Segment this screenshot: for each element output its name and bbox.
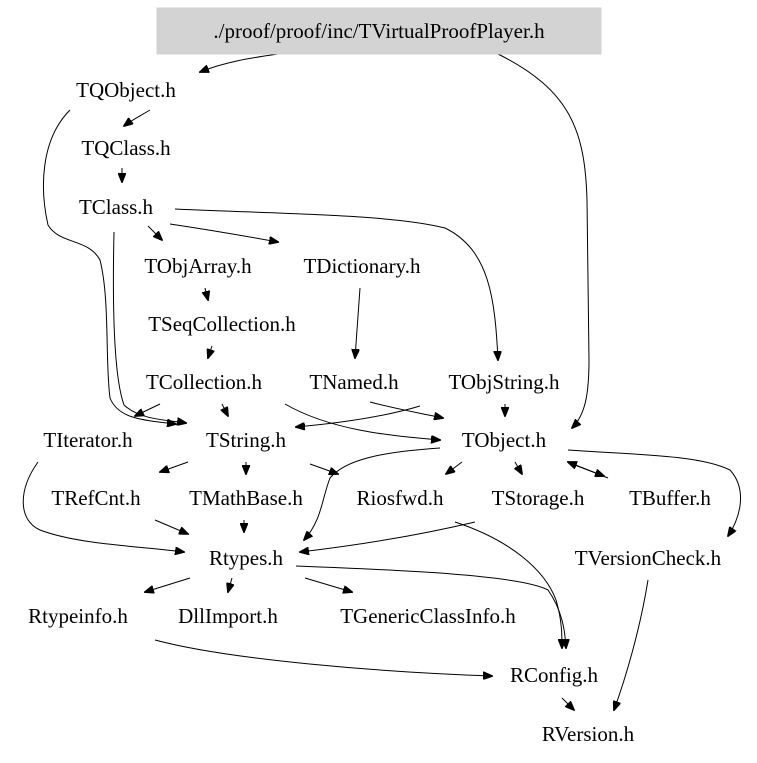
edge-rconfig-rversion <box>561 697 574 710</box>
edge-rtypes-rtypeinfo <box>145 577 191 592</box>
edge-rtypes-rconfig <box>295 565 566 648</box>
edge-tobject-tstorage <box>515 461 522 474</box>
root-file-box <box>156 7 602 55</box>
edge-tdictionary-tnamed <box>355 287 361 358</box>
node-tnamed: TNamed.h <box>309 370 399 394</box>
edge-titerator-rtypes <box>22 461 184 552</box>
root-file-label: ./proof/proof/inc/TVirtualProofPlayer.h <box>213 19 545 43</box>
node-tqclass: TQClass.h <box>81 136 171 160</box>
edge-rtypes-dllimport <box>228 577 232 592</box>
edges <box>22 53 742 710</box>
edge-tqobject-tqclass <box>124 109 151 126</box>
node-tdictionary: TDictionary.h <box>303 254 421 278</box>
edge-tclass-tobjarray <box>147 225 162 240</box>
node-rconfig: RConfig.h <box>510 663 599 687</box>
edge-tseqcollection-tcollection <box>208 345 212 358</box>
edge-trefcnt-rtypes <box>154 519 188 534</box>
node-tclass: TClass.h <box>79 195 154 219</box>
node-tcollection: TCollection.h <box>146 370 263 394</box>
edge-tstorage-rconfig <box>454 521 562 648</box>
edge-tqobject-tstring <box>42 109 176 424</box>
edge-tcollection-tobject <box>284 403 440 440</box>
node-trefcnt: TRefCnt.h <box>51 486 141 510</box>
edge-rtypes-tgenericclassinfo <box>304 577 352 592</box>
edge-rtypeinfo-rconfig <box>154 639 492 676</box>
node-rtypes: Rtypes.h <box>209 546 284 570</box>
edge-tclass-tstring <box>112 231 186 423</box>
node-tobjarray: TObjArray.h <box>144 254 252 278</box>
edge-root-tobject <box>497 53 590 428</box>
node-rtypeinfo: Rtypeinfo.h <box>28 604 128 628</box>
node-tgenericclassinfo: TGenericClassInfo.h <box>340 604 516 628</box>
node-dllimport: DllImport.h <box>178 604 278 628</box>
edge-tobject-rtypes <box>304 447 441 540</box>
edge-tbuffer-tobject <box>568 462 609 479</box>
edge-tstring-trefcnt <box>160 461 189 472</box>
edge-tcollection-titerator <box>135 403 161 416</box>
edge-root-tqobject <box>200 53 279 72</box>
edge-tobject-tversioncheck <box>567 449 742 536</box>
node-tversioncheck: TVersionCheck.h <box>575 546 722 570</box>
nodes: TQObject.h TQClass.h TClass.h TObjArray.… <box>28 78 722 746</box>
node-tobjstring: TObjString.h <box>448 370 560 394</box>
node-tseqcollection: TSeqCollection.h <box>148 312 296 336</box>
edge-tobjstring-tstring <box>296 405 421 427</box>
node-tstorage: TStorage.h <box>492 486 585 510</box>
node-riosfwd: Riosfwd.h <box>357 486 444 510</box>
edge-tstorage-rtypes <box>300 521 476 552</box>
edge-tstring-riosfwd <box>309 463 338 474</box>
edge-tcollection-tstring <box>222 403 228 416</box>
edge-tobject-riosfwd <box>446 461 463 474</box>
edge-tobjarray-tseqcollection <box>205 287 208 300</box>
edge-tclass-tobjstring <box>174 208 498 360</box>
node-tqobject: TQObject.h <box>76 78 176 102</box>
node-tstring: TString.h <box>206 428 286 452</box>
edge-tclass-tdictionary <box>169 223 278 242</box>
edge-tnamed-tobject <box>369 401 443 418</box>
node-tbuffer: TBuffer.h <box>629 486 711 510</box>
node-tmathbase: TMathBase.h <box>189 486 303 510</box>
node-tobject: TObject.h <box>462 428 547 452</box>
edge-tversioncheck-rversion <box>614 579 649 710</box>
node-titerator: TIterator.h <box>43 428 133 452</box>
node-rversion: RVersion.h <box>542 722 635 746</box>
